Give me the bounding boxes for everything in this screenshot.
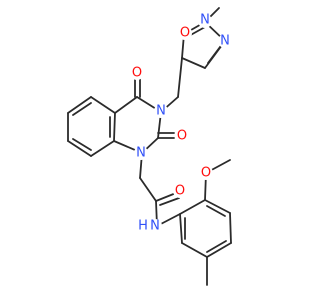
bond — [90, 140, 115, 157]
atoms-layer: O N N O N O N — [130, 13, 232, 234]
atom-label: N — [156, 104, 166, 119]
atom-label: H — [138, 219, 148, 234]
bond — [206, 240, 227, 253]
bond — [181, 242, 208, 258]
atom-label: O — [177, 129, 187, 144]
bond — [159, 197, 180, 206]
bond — [72, 102, 92, 116]
atom-oxygen: O — [130, 66, 144, 81]
atom-label: N — [150, 219, 160, 234]
bond — [229, 212, 232, 244]
atom-label: O — [201, 166, 211, 181]
atom-oxygen: O — [173, 184, 187, 199]
bond — [90, 96, 116, 114]
bond — [72, 138, 92, 151]
bonds-layer — [67, 7, 232, 286]
bond — [67, 96, 92, 114]
bond — [177, 57, 183, 98]
atom-oxygen: O — [199, 166, 213, 181]
structure-svg: O N N O N O N — [67, 7, 232, 286]
bond — [139, 177, 157, 202]
atom-nitrogen: N — [154, 104, 168, 119]
atom-nitrogen: N — [134, 146, 148, 161]
bond — [206, 242, 232, 258]
bond — [113, 112, 116, 142]
bond — [204, 199, 231, 214]
bond — [179, 199, 206, 215]
atom-nitrogen: N — [218, 34, 232, 49]
atom-nitrogen: N — [148, 219, 162, 234]
atom-oxygen: O — [175, 129, 189, 144]
bond — [206, 205, 226, 217]
molecule-diagram: O N N O N O N — [67, 7, 232, 286]
atom-label: O — [175, 184, 185, 199]
atom-label: O — [180, 26, 190, 41]
atom-nitrogen: N — [198, 13, 212, 28]
atom-label: N — [200, 13, 210, 28]
bond — [67, 140, 92, 157]
atom-label: N — [220, 34, 230, 49]
bond — [179, 213, 183, 244]
atom-label: O — [132, 66, 142, 81]
bond — [181, 57, 206, 69]
atom-hydrogen: H — [137, 219, 149, 234]
bond — [114, 96, 138, 114]
atom-label: N — [136, 146, 146, 161]
atom-oxygen: O — [178, 26, 192, 41]
bond — [155, 192, 177, 202]
